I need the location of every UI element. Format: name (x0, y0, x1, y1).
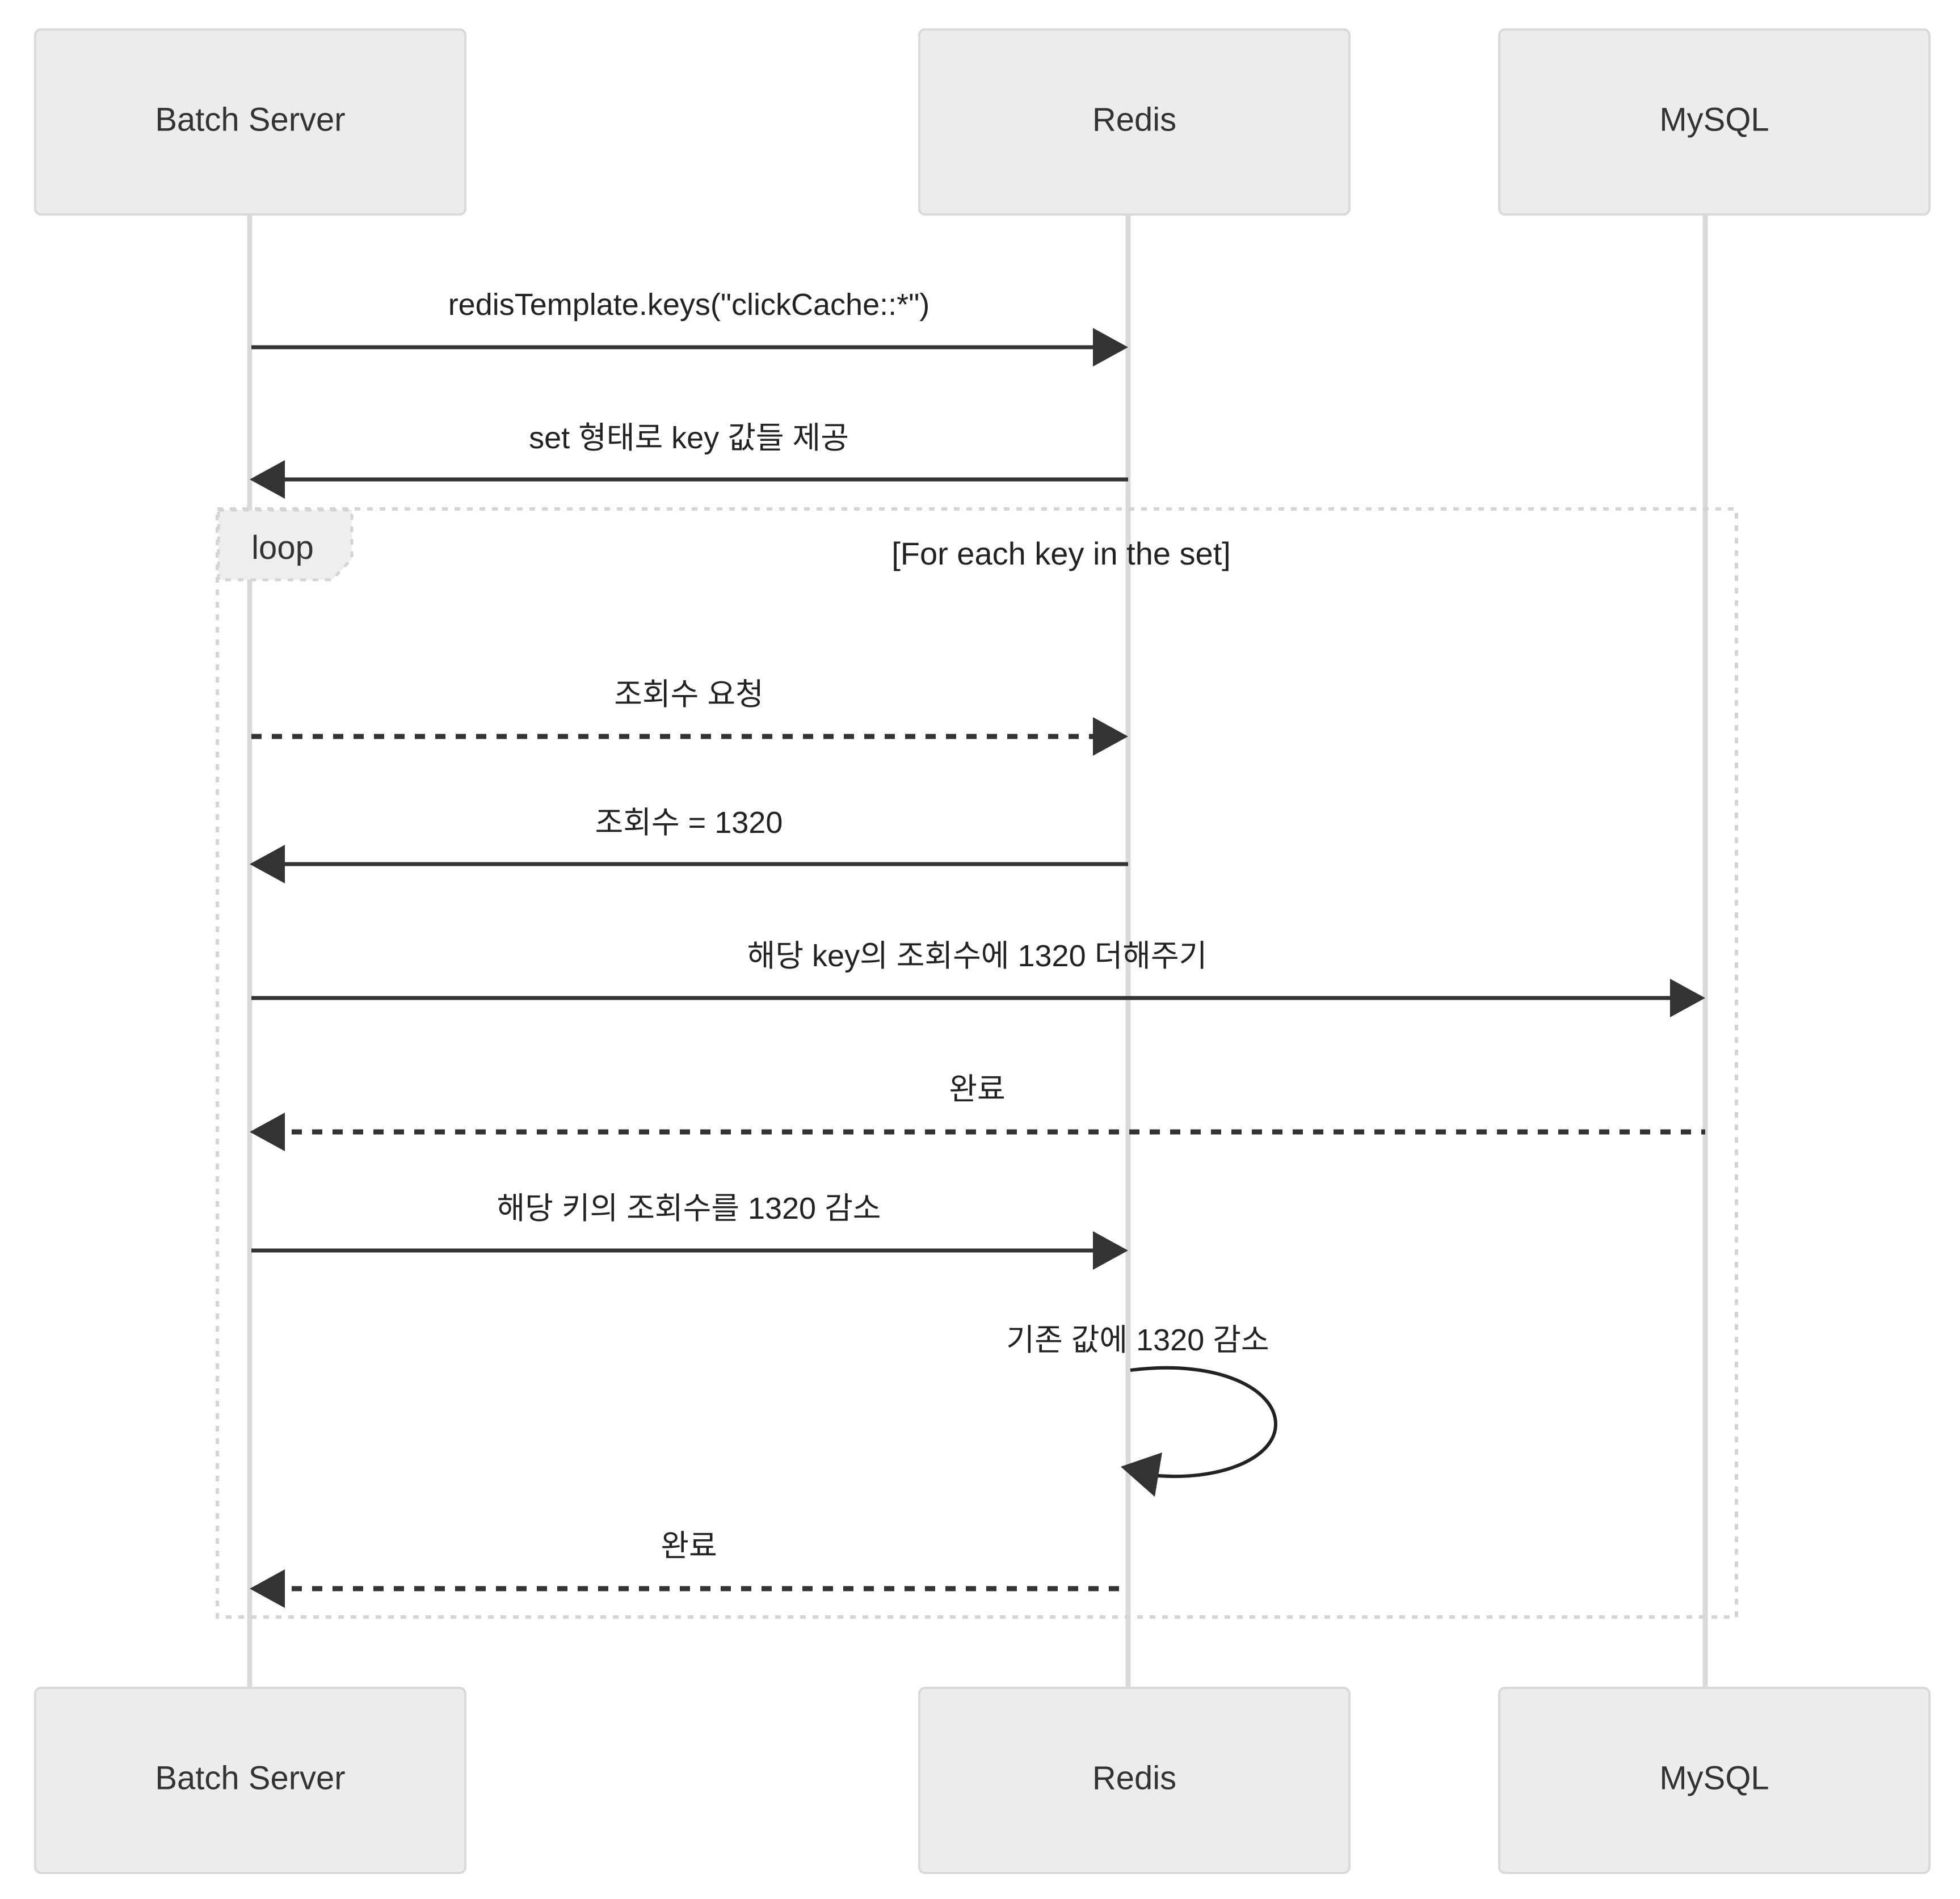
message-4-arrowhead-icon (1670, 979, 1705, 1017)
message-6-label: 해당 키의 조회수를 1320 감소 (497, 1191, 881, 1226)
loop-tag-shape (217, 508, 354, 582)
actor-top-mysql[interactable]: MySQL (1498, 28, 1930, 216)
message-5-arrowhead-icon (250, 1113, 285, 1151)
actor-top-redis-label: Redis (1092, 101, 1176, 138)
message-0: redisTemplate.keys("clickCache::*") (251, 288, 1128, 367)
actor-bottom-mysql-label: MySQL (1659, 1759, 1769, 1796)
actor-bottom-batch-server-label: Batch Server (155, 1759, 345, 1796)
message-0-arrowhead-icon (1093, 328, 1128, 367)
actor-top-mysql-box[interactable] (1498, 28, 1930, 216)
actor-top-redis-box[interactable] (918, 28, 1351, 216)
message-7-arrowhead-icon (1121, 1452, 1162, 1497)
message-2: 조회수 요청 (251, 677, 1128, 756)
message-2-arrowhead-icon (1093, 717, 1128, 756)
actor-boxes-bottom: Batch Server Redis MySQL (34, 1687, 1930, 1874)
message-6: 해당 키의 조회수를 1320 감소 (251, 1191, 1128, 1270)
actor-bottom-batch-server[interactable]: Batch Server (34, 1687, 466, 1874)
loop-tag-label: loop (251, 529, 314, 566)
actor-top-batch-server-box[interactable] (34, 28, 466, 216)
message-7-self-loop: 기존 값에 1320 감소 (1006, 1323, 1278, 1497)
message-8-label: 완료 (661, 1529, 717, 1563)
actor-bottom-mysql[interactable]: MySQL (1498, 1687, 1930, 1874)
message-2-label: 조회수 요청 (614, 677, 763, 711)
message-5: 완료 (250, 1072, 1705, 1151)
message-1: set 형태로 key 값들 제공 (250, 421, 1128, 499)
message-6-arrowhead-icon (1093, 1231, 1128, 1270)
message-8-arrowhead-icon (250, 1569, 285, 1608)
actor-boxes-top: Batch Server Redis MySQL (34, 28, 1930, 216)
actor-bottom-redis-box[interactable] (918, 1687, 1351, 1874)
actor-top-redis[interactable]: Redis (918, 28, 1351, 216)
loop-frame-border (216, 507, 1738, 1619)
message-4-label: 해당 key의 조회수에 1320 더해주기 (747, 939, 1208, 973)
actor-bottom-redis[interactable]: Redis (918, 1687, 1351, 1874)
message-4: 해당 key의 조회수에 1320 더해주기 (251, 939, 1705, 1017)
actor-top-mysql-label: MySQL (1659, 101, 1769, 138)
message-1-label: set 형태로 key 값들 제공 (529, 421, 849, 455)
message-3-arrowhead-icon (250, 845, 285, 883)
actor-bottom-batch-server-box[interactable] (34, 1687, 466, 1874)
actor-top-batch-server-label: Batch Server (155, 101, 345, 138)
message-3: 조회수 = 1320 (250, 806, 1128, 883)
message-3-label: 조회수 = 1320 (595, 806, 783, 840)
lifelines-group (247, 214, 1708, 1688)
message-7-label: 기존 값에 1320 감소 (1006, 1323, 1269, 1357)
message-7-self-loop-path (1130, 1366, 1278, 1479)
message-1-arrowhead-icon (250, 460, 285, 499)
actor-bottom-mysql-box[interactable] (1498, 1687, 1930, 1874)
message-0-label: redisTemplate.keys("clickCache::*") (448, 288, 930, 322)
loop-fragment: loop [For each key in the set] (216, 507, 1738, 1619)
message-5-label: 완료 (949, 1072, 1005, 1106)
message-8: 완료 (250, 1529, 1128, 1608)
loop-condition-label: [For each key in the set] (891, 536, 1231, 571)
actor-bottom-redis-label: Redis (1092, 1759, 1176, 1796)
actor-top-batch-server[interactable]: Batch Server (34, 28, 466, 216)
